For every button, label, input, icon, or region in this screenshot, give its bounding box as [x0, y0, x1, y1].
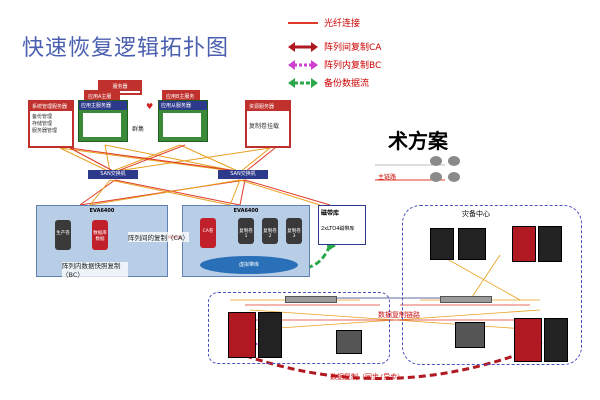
router-icon	[448, 156, 460, 166]
legend-array-bc: 阵列内复制BC	[288, 58, 381, 71]
resource-title: 资源服务器	[247, 102, 289, 111]
disk-replica2-icon: 复制卷2	[262, 218, 278, 244]
disk-replica1-label: 复制卷1	[239, 229, 253, 239]
heartbeat-icon: ♥	[146, 102, 154, 111]
double-arrow-green-icon	[288, 77, 318, 88]
disk-production-label: 生产卷	[56, 231, 70, 236]
router-icon	[430, 156, 442, 166]
cluster-label: 群集	[132, 126, 145, 133]
sys-mgmt-line-1: 备份管理	[32, 114, 53, 120]
sys-mgmt-line-3: 服务器管理	[32, 128, 58, 134]
annotation-ca: 阵列间的复制（CA）	[128, 232, 189, 242]
dr-rack-red-lower	[514, 318, 542, 362]
section-subtitle: 术方案	[388, 129, 448, 153]
router-icon	[448, 172, 460, 182]
sys-mgmt-title: 系统管理服务器	[30, 102, 72, 111]
double-arrow-red-icon	[288, 41, 318, 52]
sys-mgmt-line-2: 存储管理	[32, 121, 53, 127]
dr-rack-2	[458, 228, 486, 260]
app-sub-title: 应用从服务器	[159, 101, 207, 110]
primary-switch	[285, 296, 337, 303]
app-main-screen	[83, 113, 121, 137]
legend-array-ca: 阵列间复制CA	[288, 40, 381, 53]
legend-array-ca-label: 阵列间复制CA	[324, 43, 382, 53]
fiber-line-icon	[288, 21, 318, 24]
legend-array-bc-label: 阵列内复制BC	[324, 61, 382, 71]
disk-replica1-icon: 复制卷1	[238, 218, 254, 244]
disk-ca-label: CA卷	[202, 229, 214, 234]
legend-fiber: 光纤连接	[288, 16, 360, 29]
dr-center-site	[402, 205, 582, 365]
dr-rack-dark-lower	[544, 318, 568, 362]
legend-backup: 备份数据流	[288, 76, 369, 89]
sys-mgmt-server: 系统管理服务器 备份管理 存储管理 服务器管理	[28, 100, 74, 148]
dr-switch	[440, 296, 492, 303]
tape-library: 磁带库 2xLTO4磁带库	[318, 205, 366, 245]
tape-title: 磁带库	[321, 210, 340, 217]
app-main-title: 应用主服务器	[79, 101, 127, 110]
disk-replica2-label: 复制卷2	[263, 229, 277, 239]
disk-replica3-label: 复制卷3	[287, 229, 301, 239]
sync-label: 数据复制（同步/异步）	[330, 373, 405, 381]
data-copy-link-label: 数据复制链路	[378, 311, 420, 319]
disk-ca-icon: CA卷	[200, 218, 216, 248]
annotation-bc: 阵列内数据快照复制（BC）	[62, 262, 128, 280]
dr-rack-4	[538, 226, 562, 262]
app-sub-server: 应用从服务器	[158, 100, 208, 142]
san-switch-right: SAN交换机	[218, 170, 268, 179]
dr-server	[455, 322, 485, 348]
legend-backup-label: 备份数据流	[324, 79, 370, 89]
legend-fiber-label: 光纤连接	[324, 19, 361, 29]
primary-site	[208, 292, 390, 364]
page-title: 快速恢复逻辑拓扑图	[22, 36, 230, 61]
dr-rack-3	[512, 226, 536, 262]
disk-replica3-icon: 复制卷3	[286, 218, 302, 244]
dr-rack-1	[430, 228, 454, 260]
tape-body: 2xLTO4磁带库	[321, 226, 355, 232]
top-server-title: 服务器	[100, 82, 140, 91]
eva-left-title: EVA6400	[89, 208, 115, 214]
primary-rack-dark	[258, 312, 282, 358]
double-arrow-pink-icon	[288, 59, 318, 70]
app-sub-screen	[163, 113, 201, 137]
app-main-server: 应用主服务器	[78, 100, 128, 142]
disk-production-icon: 生产卷	[55, 220, 71, 250]
disk-database-label: 数据库数据	[93, 231, 107, 242]
main-link-label: 主链路	[378, 174, 397, 181]
dr-center-label: 灾备中心	[462, 210, 490, 218]
resource-body: 复制卷挂载	[249, 123, 280, 130]
disk-database-icon: 数据库数据	[92, 220, 108, 250]
san-switch-left: SAN交换机	[88, 170, 138, 179]
router-icon	[430, 172, 442, 182]
sys-mgmt-lines: 备份管理 存储管理 服务器管理	[30, 111, 72, 136]
eva-right-title: EVA6400	[233, 208, 259, 214]
resource-server: 资源服务器 复制卷挂载	[245, 100, 291, 148]
primary-rack-red	[228, 312, 256, 358]
primary-server	[336, 330, 362, 354]
virtual-tape-library: 虚拟带库	[200, 256, 298, 274]
